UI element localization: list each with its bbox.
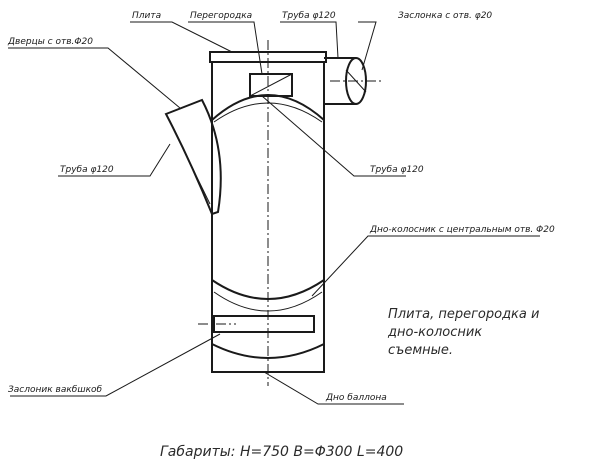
tank-bottom-arc [211,343,325,359]
note-line-1: Плита, перегородка и [388,307,539,322]
label-ash-damper: Заслоник вакбшкоб [8,385,103,395]
dimensions-text: Габариты: H=750 B=Φ300 L=400 [160,444,403,460]
label-damper: Заслонка с отв. φ20 [398,11,492,21]
label-tank-bottom: Дно баллона [325,393,387,403]
leader-grate-bottom [311,235,540,297]
partition-diagonal [249,73,293,97]
pipe-left-inner [167,117,211,205]
label-grate-bottom: Дно-колосник с центральным отв. Φ20 [369,225,555,235]
leader-partition [188,21,263,75]
label-door: Дверцы с отв.Φ20 [7,37,93,47]
note-line-2: дно-колосник [387,325,482,340]
partition-box [249,73,293,97]
leader-tank-bottom [263,371,404,405]
ash-damper [213,315,315,333]
label-pipe-top: Труба φ120 [282,11,336,21]
leader-ash-damper [10,333,221,397]
leader-damper [358,21,377,71]
label-partition: Перегородка [190,11,252,21]
label-pipe-left: Труба φ120 [60,165,114,175]
leader-plate [130,21,233,53]
leader-pipe-left [58,143,171,177]
note-line-3: съемные. [388,343,453,358]
label-pipe-center: Труба φ120 [370,165,424,175]
leader-door [8,47,181,109]
label-plate: Плита [132,11,161,21]
leader-pipe-top [280,21,339,59]
leader-pipe-center [261,95,406,177]
